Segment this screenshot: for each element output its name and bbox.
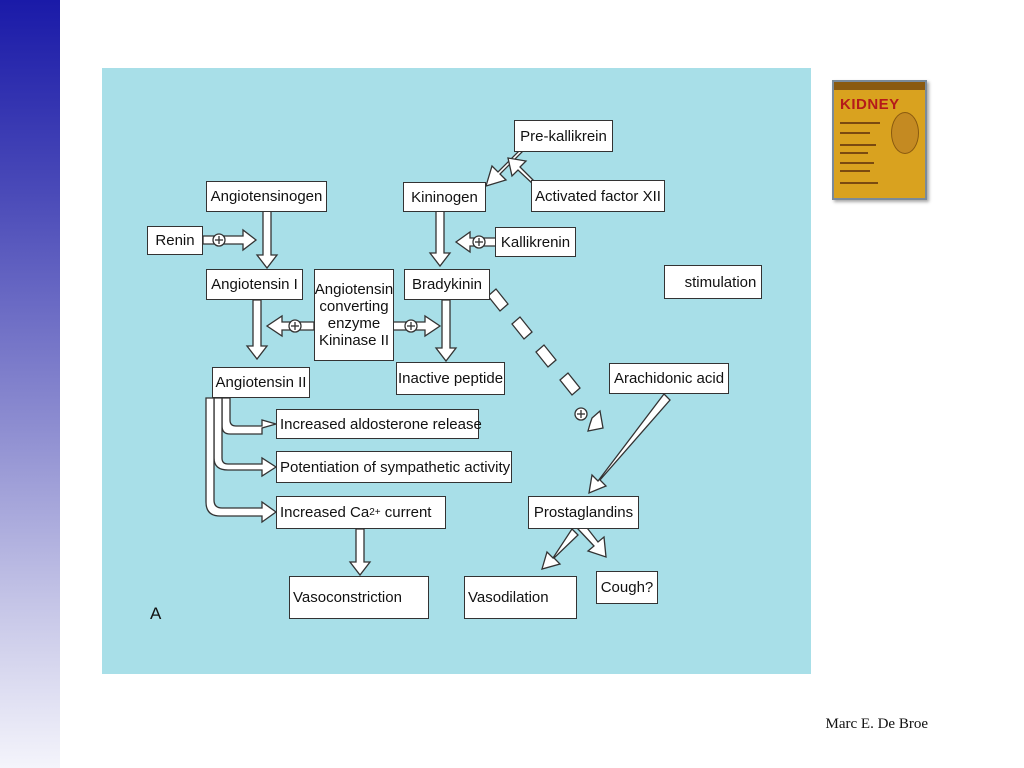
kidney-book-cover-image: KIDNEY — [832, 80, 927, 200]
node-kallikrenin: Kallikrenin — [495, 227, 576, 257]
calcium-prefix: Increased Ca — [280, 504, 370, 521]
calcium-superscript: 2+ — [369, 506, 381, 518]
raas-kinin-diagram: Pre-kallikrein Activated factor XII Angi… — [102, 68, 811, 674]
node-angiotensin-ii: Angiotensin II — [212, 367, 310, 398]
node-vasodilation: Vasodilation — [464, 576, 577, 619]
node-cough: Cough? — [596, 571, 658, 604]
ace-line-4: Kininase II — [318, 332, 390, 349]
calcium-suffix: current — [380, 504, 432, 521]
arrow-angiotensinogen-angiotensini — [255, 210, 279, 270]
node-increased-aldosterone: Increased aldosterone release — [276, 409, 482, 439]
arrow-angiotensinii-sympathetic — [213, 397, 278, 478]
arrow-prostaglandins-vasodilation — [541, 527, 579, 570]
node-angiotensinogen: Angiotensinogen — [206, 181, 327, 212]
node-renin: Renin — [147, 226, 203, 255]
node-bradykinin: Bradykinin — [404, 269, 490, 300]
kidney-illustration-icon — [891, 112, 919, 154]
node-kininogen: Kininogen — [403, 182, 486, 212]
ace-line-3: enzyme — [327, 315, 381, 332]
stimulation-legend-label: stimulation — [684, 273, 757, 291]
node-arachidonic-acid: Arachidonic acid — [609, 363, 729, 394]
arrow-angiotensini-angiotensinii — [245, 299, 269, 361]
node-angiotensin-i: Angiotensin I — [206, 269, 303, 300]
arrow-angiotensinii-aldosterone — [221, 397, 279, 435]
node-prostaglandins: Prostaglandins — [528, 496, 639, 529]
panel-label: A — [150, 604, 162, 623]
node-stimulation-legend: stimulation — [664, 265, 762, 299]
author-credit: Marc E. De Broe — [825, 716, 928, 732]
arrow-calcium-vasoconstriction — [348, 528, 372, 577]
arrow-arachidonic-prostaglandins — [588, 393, 671, 495]
node-activated-factor-xii: Activated factor XII — [531, 180, 665, 212]
book-cover-title: KIDNEY — [840, 96, 900, 113]
vasodilation-label: Vasodilation — [468, 589, 549, 606]
arrow-kininogen-bradykinin — [428, 210, 452, 268]
node-angiotensin-converting-enzyme: Angiotensin converting enzyme Kininase I… — [314, 269, 394, 361]
arrow-bradykinin-inactive — [434, 299, 458, 363]
vasoconstriction-label: Vasoconstriction — [293, 589, 402, 606]
node-inactive-peptide: Inactive peptide — [396, 362, 505, 395]
node-sympathetic-activity: Potentiation of sympathetic activity — [276, 451, 512, 483]
dashed-arrow-bradykinin-prostaglandins — [487, 288, 604, 432]
node-pre-kallikrein: Pre-kallikrein — [514, 120, 613, 152]
slide-left-gradient-bar — [0, 0, 60, 768]
node-vasoconstriction: Vasoconstriction — [289, 576, 429, 619]
arrow-angiotensinii-calcium — [205, 397, 278, 524]
ace-line-2: converting — [319, 298, 389, 315]
diagram-connectors — [202, 147, 681, 607]
ace-line-1: Angiotensin — [314, 281, 394, 298]
arrow-prekallikrein-kininogen — [485, 147, 525, 187]
arrow-renin — [202, 228, 258, 252]
